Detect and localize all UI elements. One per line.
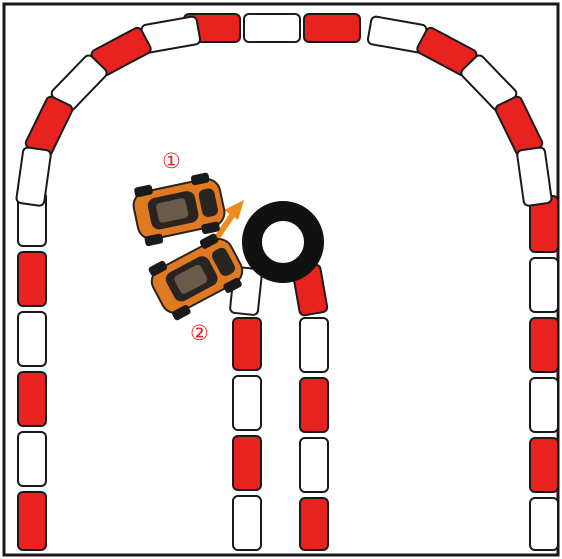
- barrier-block: [300, 438, 328, 492]
- barrier-block: [530, 498, 558, 550]
- barrier-block: [300, 498, 328, 550]
- barrier-block: [300, 378, 328, 432]
- barrier-block: [530, 258, 558, 312]
- barrier-block: [233, 436, 261, 490]
- barrier-block: [18, 312, 46, 366]
- inner-barrier-left: [230, 267, 263, 550]
- barrier-block: [530, 378, 558, 432]
- barrier-block: [530, 438, 558, 492]
- barrier-block: [18, 252, 46, 306]
- barrier-block: [530, 318, 558, 372]
- barrier-block: [18, 432, 46, 486]
- barrier-block: [304, 14, 360, 42]
- barrier-block: [233, 318, 261, 370]
- car-2-label: ②: [190, 321, 209, 345]
- barrier-block: [18, 372, 46, 426]
- barrier-block: [233, 376, 261, 430]
- barrier-block: [233, 496, 261, 550]
- barrier-block: [18, 492, 46, 550]
- barrier-block: [300, 318, 328, 372]
- car-1-label: ①: [162, 149, 181, 173]
- barrier-block: [244, 14, 300, 42]
